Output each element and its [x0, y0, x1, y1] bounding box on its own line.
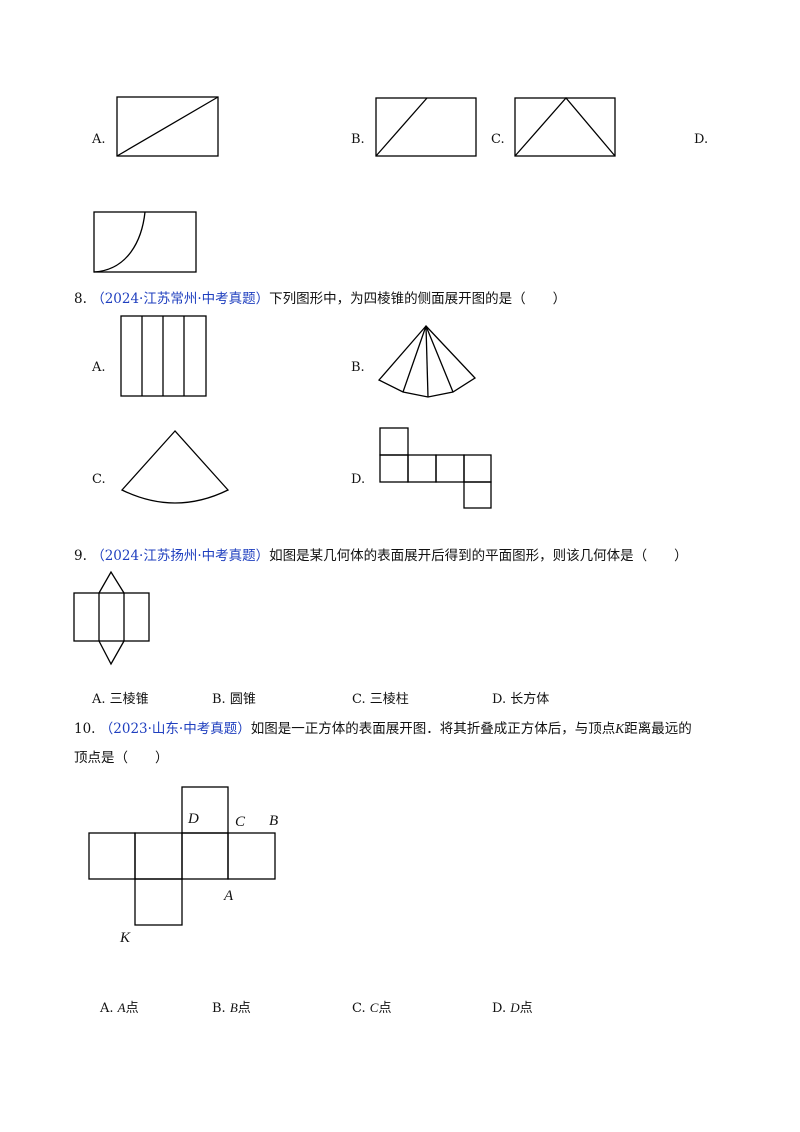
q10-label-b: B [269, 813, 279, 829]
q10-option-b: B. B点 [212, 1000, 251, 1016]
q7-option-c-letter: C. [491, 132, 505, 147]
question-10-stem-line2: 顶点是（ ） [74, 750, 169, 766]
question-9-source: （2024·江苏扬州·中考真题） [91, 548, 270, 564]
q10-label-a: A [224, 888, 234, 904]
q7-option-b-letter: B. [351, 132, 365, 147]
q8-option-b-letter: B. [351, 360, 365, 375]
q10-option-d: D. D点 [492, 1000, 533, 1016]
q10-option-c: C. C点 [352, 1000, 392, 1016]
q10-label-k: K [120, 930, 131, 946]
q9-option-b: B. 圆锥 [212, 692, 256, 707]
question-10-stem: 10. （2023·山东·中考真题）如图是一正方体的表面展开图．将其折叠成正方体… [74, 721, 692, 737]
question-10-number: 10. [74, 721, 96, 737]
q10-label-c: C [235, 814, 246, 830]
question-9-stem: 9. （2024·江苏扬州·中考真题）如图是某几何体的表面展开后得到的平面图形，… [74, 544, 688, 564]
question-8-source: （2024·江苏常州·中考真题） [91, 291, 270, 307]
question-9-number: 9. [74, 548, 87, 564]
question-8-number: 8. [74, 291, 87, 307]
q9-option-a: A. 三棱锥 [92, 692, 149, 707]
q10-option-a: A. A点 [100, 1000, 139, 1016]
q7-option-a-letter: A. [92, 132, 106, 147]
q10-label-d: D [188, 811, 199, 827]
q8-option-c-letter: C. [92, 472, 106, 487]
q9-option-d: D. 长方体 [492, 692, 550, 707]
question-8-text: 下列图形中，为四棱锥的侧面展开图的是（ ） [269, 291, 567, 307]
q8-option-a-letter: A. [92, 360, 106, 375]
q8-option-d-letter: D. [351, 472, 366, 487]
q9-option-c: C. 三棱柱 [352, 692, 409, 707]
q7-option-d-letter: D. [694, 132, 709, 147]
question-9-text: 如图是某几何体的表面展开后得到的平面图形，则该几何体是（ ） [269, 548, 688, 564]
question-8-stem: 8. （2024·江苏常州·中考真题）下列图形中，为四棱锥的侧面展开图的是（ ） [74, 287, 566, 307]
question-10-source: （2023·山东·中考真题） [99, 721, 251, 737]
